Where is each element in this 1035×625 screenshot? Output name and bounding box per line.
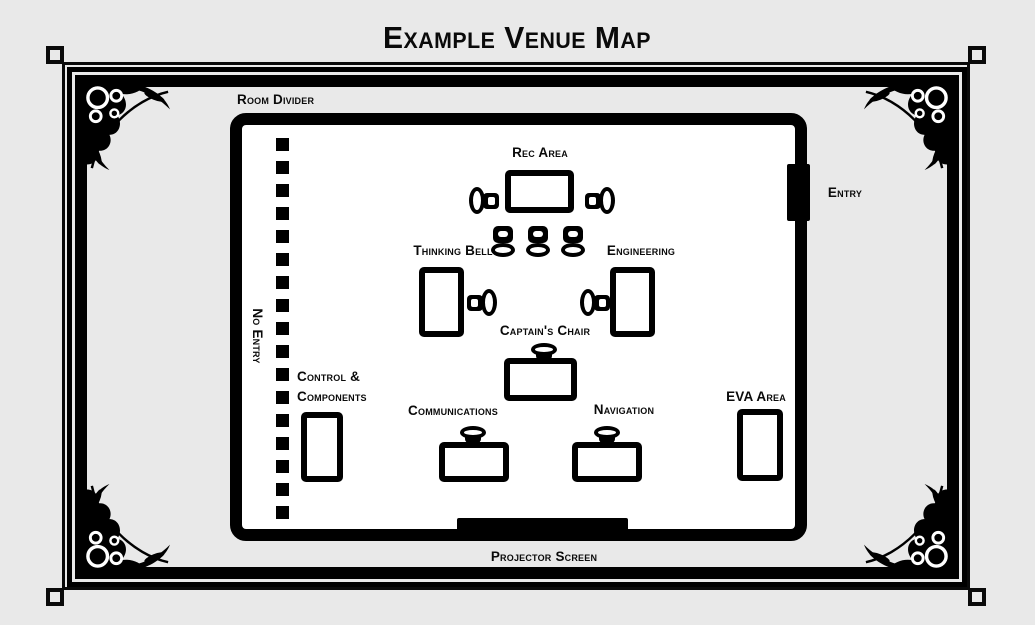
thinking-bell-label: Thinking Bell bbox=[413, 243, 493, 258]
chair-icon bbox=[491, 226, 515, 257]
engineering-table bbox=[610, 267, 655, 337]
corner-flourish-icon bbox=[84, 84, 172, 172]
frame-corner-peg-icon bbox=[968, 588, 986, 606]
entry-door-icon bbox=[787, 164, 810, 221]
chair-icon bbox=[580, 289, 610, 316]
room-divider-label: Room Divider bbox=[237, 92, 315, 107]
chair-icon bbox=[526, 226, 550, 257]
engineering-label: Engineering bbox=[606, 243, 676, 258]
eva-area-label: EVA Area bbox=[726, 389, 786, 404]
control-components-line1: Control & bbox=[297, 369, 361, 384]
projector-screen-bar bbox=[457, 518, 628, 541]
communications-table bbox=[439, 442, 509, 482]
control-components-line2: Components bbox=[297, 389, 367, 404]
no-entry-dashed-line bbox=[276, 138, 289, 527]
chair-icon bbox=[585, 187, 615, 214]
navigation-table bbox=[572, 442, 642, 482]
chair-icon bbox=[561, 226, 585, 257]
captains-chair-label: Captain's Chair bbox=[499, 323, 591, 338]
rec-area-label: Rec Area bbox=[512, 145, 568, 160]
captains-chair-table bbox=[504, 358, 577, 401]
chair-icon bbox=[460, 426, 486, 443]
outer-frame-line bbox=[62, 62, 970, 590]
chair-icon bbox=[469, 187, 499, 214]
entry-label: Entry bbox=[827, 185, 863, 200]
corner-flourish-icon bbox=[862, 84, 950, 172]
chair-icon bbox=[594, 426, 620, 443]
eva-area-table bbox=[737, 409, 783, 481]
rec-area-table bbox=[505, 170, 574, 213]
communications-label: Communications bbox=[408, 403, 498, 418]
projector-screen-label: Projector Screen bbox=[490, 549, 598, 564]
frame-inset-line bbox=[72, 72, 962, 582]
control-components-label: Control & Components bbox=[297, 367, 367, 407]
chair-icon bbox=[467, 289, 497, 316]
frame-corner-peg-icon bbox=[46, 588, 64, 606]
control-components-table bbox=[301, 412, 343, 482]
navigation-label: Navigation bbox=[593, 402, 655, 417]
thinking-bell-table bbox=[419, 267, 464, 337]
frame-corner-peg-icon bbox=[46, 46, 64, 64]
no-entry-label: No Entry bbox=[250, 308, 265, 364]
corner-flourish-icon bbox=[862, 482, 950, 570]
chair-icon bbox=[531, 343, 557, 360]
page-title: Example Venue Map bbox=[383, 20, 651, 55]
frame-corner-peg-icon bbox=[968, 46, 986, 64]
corner-flourish-icon bbox=[84, 482, 172, 570]
